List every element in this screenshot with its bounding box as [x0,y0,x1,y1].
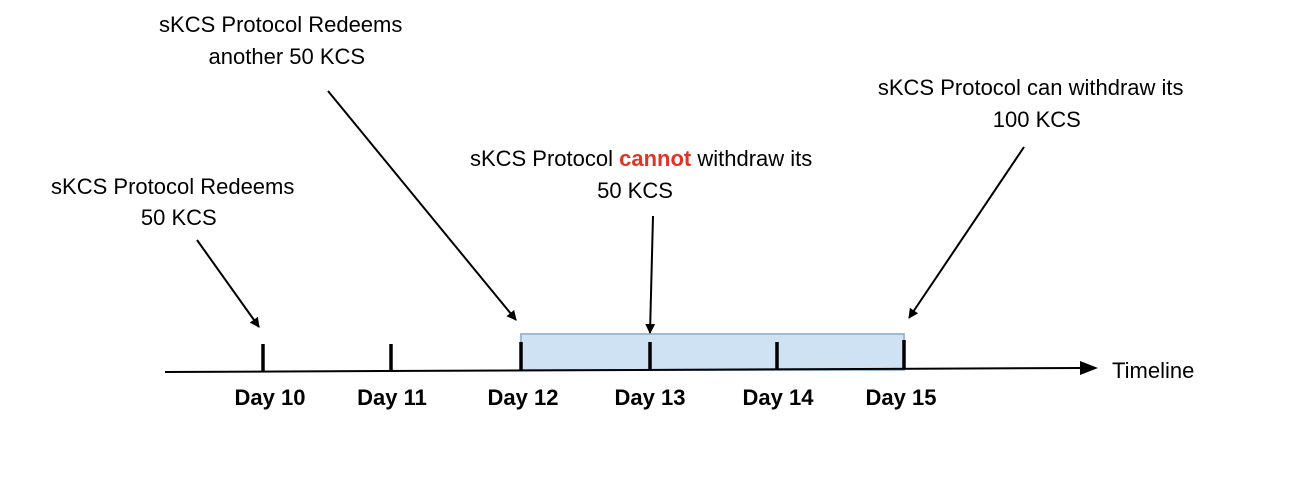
day-13-label: Day 13 [615,385,686,410]
day-14-label: Day 14 [743,385,815,410]
timeline-arrowhead [1080,361,1098,375]
redeem-second-line1: sKCS Protocol Redeems [159,12,402,37]
cannot-withdraw-suffix: withdraw its [691,146,812,171]
timeline-axis [164,367,1081,373]
cannot-withdraw-prefix: sKCS Protocol [470,146,619,171]
redeem-second-arrow [327,90,517,321]
can-withdraw-line1: sKCS Protocol can withdraw its [878,75,1184,100]
cannot-withdraw-arrow [645,215,656,334]
cannot-withdraw-annotation: sKCS Protocol cannot withdraw its [439,146,830,171]
redeem-second-line2: another 50 KCS [209,44,366,69]
redeem-first-arrow [196,239,260,328]
day-10-label: Day 10 [235,385,306,410]
cannot-withdraw-line2: 50 KCS [597,178,673,203]
lock-window-region [520,333,905,371]
redeem-first-line2: 50 KCS [141,205,217,230]
redeem-first-line1: sKCS Protocol Redeems [51,174,294,199]
day-12-label: Day 12 [488,385,559,410]
can-withdraw-arrow [908,146,1025,319]
day-11-label: Day 11 [357,385,427,410]
day-15-label: Day 15 [866,385,937,410]
can-withdraw-annotation: sKCS Protocol can withdraw its 100 KCS [0,0,1214,132]
cannot-withdraw-emphasis: cannot [619,146,692,171]
redeem-first-annotation: sKCS Protocol Redeems 50 KCS [0,0,325,230]
can-withdraw-line2: 100 KCS [993,107,1081,132]
timeline-label: Timeline [1112,358,1194,383]
redeem-second-annotation: sKCS Protocol Redeems another 50 KCS [0,0,433,69]
